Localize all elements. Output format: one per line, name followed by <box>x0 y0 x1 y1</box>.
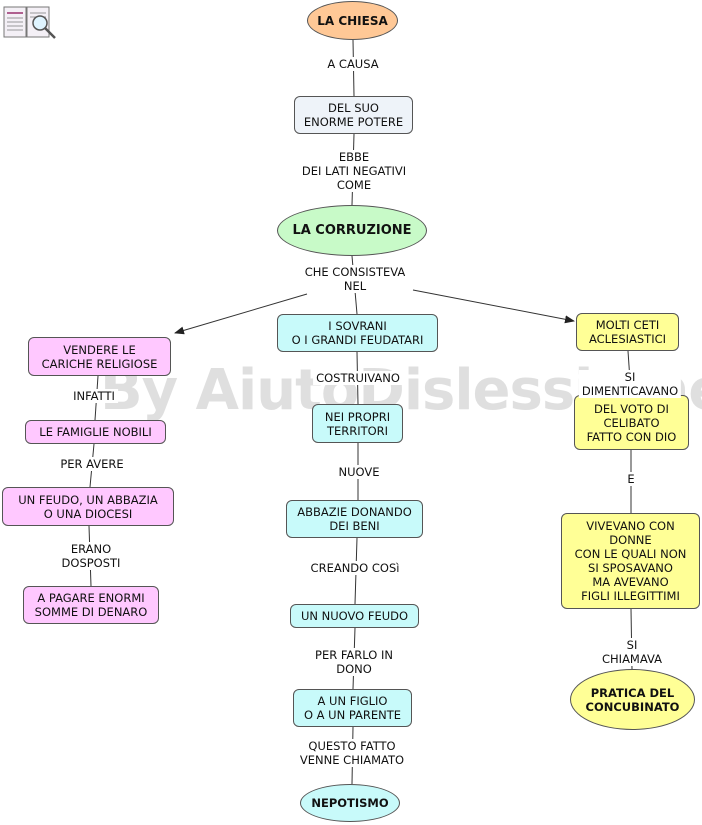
node-nuovo-feudo: UN NUOVO FEUDO <box>290 604 419 628</box>
link-label-a-causa: A CAUSA <box>324 57 382 71</box>
link-label-consisteva: CHE CONSISTEVA NEL <box>301 265 409 293</box>
link-label-per-farlo: PER FARLO IN DONO <box>312 648 396 676</box>
node-sovrani: I SOVRANI O I GRANDI FEUDATARI <box>277 314 438 352</box>
link-label-nuove: NUOVE <box>335 465 383 479</box>
node-famiglie-nobili: LE FAMIGLIE NOBILI <box>25 420 166 444</box>
node-la-chiesa: LA CHIESA <box>307 1 398 40</box>
node-la-corruzione: LA CORRUZIONE <box>277 205 427 256</box>
link-label-e: E <box>624 472 638 486</box>
link-label-si-dimenticavano: SI DIMENTICAVANO <box>578 370 682 398</box>
node-voto-celibato: DEL VOTO DI CELIBATO FATTO CON DIO <box>574 395 689 450</box>
node-pratica-concubinato: PRATICA DEL CONCUBINATO <box>570 669 695 730</box>
link-label-si-chiamava: SI CHIAMAVA <box>597 638 667 666</box>
node-nepotismo: NEPOTISMO <box>300 784 400 822</box>
node-abbazie-beni: ABBAZIE DONANDO DEI BENI <box>286 500 423 538</box>
link-label-per-avere: PER AVERE <box>57 457 127 471</box>
link-label-costruivano: COSTRUIVANO <box>313 371 403 385</box>
node-feudo-abbazia: UN FEUDO, UN ABBAZIA O UNA DIOCESI <box>2 487 174 526</box>
arrow-line-left <box>174 293 308 335</box>
link-label-creando: CREANDO COSì <box>307 561 403 575</box>
node-figlio-parente: A UN FIGLIO O A UN PARENTE <box>293 689 412 727</box>
node-ceti-aclesiastici: MOLTI CETI ACLESIASTICI <box>576 313 679 351</box>
link-label-infatti: INFATTI <box>70 389 118 403</box>
node-vendere-cariche: VENDERE LE CARICHE RELIGIOSE <box>28 337 171 376</box>
link-label-erano: ERANO DOSPOSTI <box>58 542 124 570</box>
book-magnifier-icon <box>3 6 56 39</box>
node-enorme-potere: DEL SUO ENORME POTERE <box>294 96 413 134</box>
node-vivevano-donne: VIVEVANO CON DONNE CON LE QUALI NON SI S… <box>561 513 700 609</box>
node-pagare-somme: A PAGARE ENORMI SOMME DI DENARO <box>23 586 159 624</box>
link-label-questo-fatto: QUESTO FATTO VENNE CHIAMATO <box>296 739 408 767</box>
node-propri-territori: NEI PROPRI TERRITORI <box>312 404 403 443</box>
link-label-ebbe: EBBE DEI LATI NEGATIVI COME <box>298 150 410 192</box>
arrow-line-right <box>412 289 575 324</box>
